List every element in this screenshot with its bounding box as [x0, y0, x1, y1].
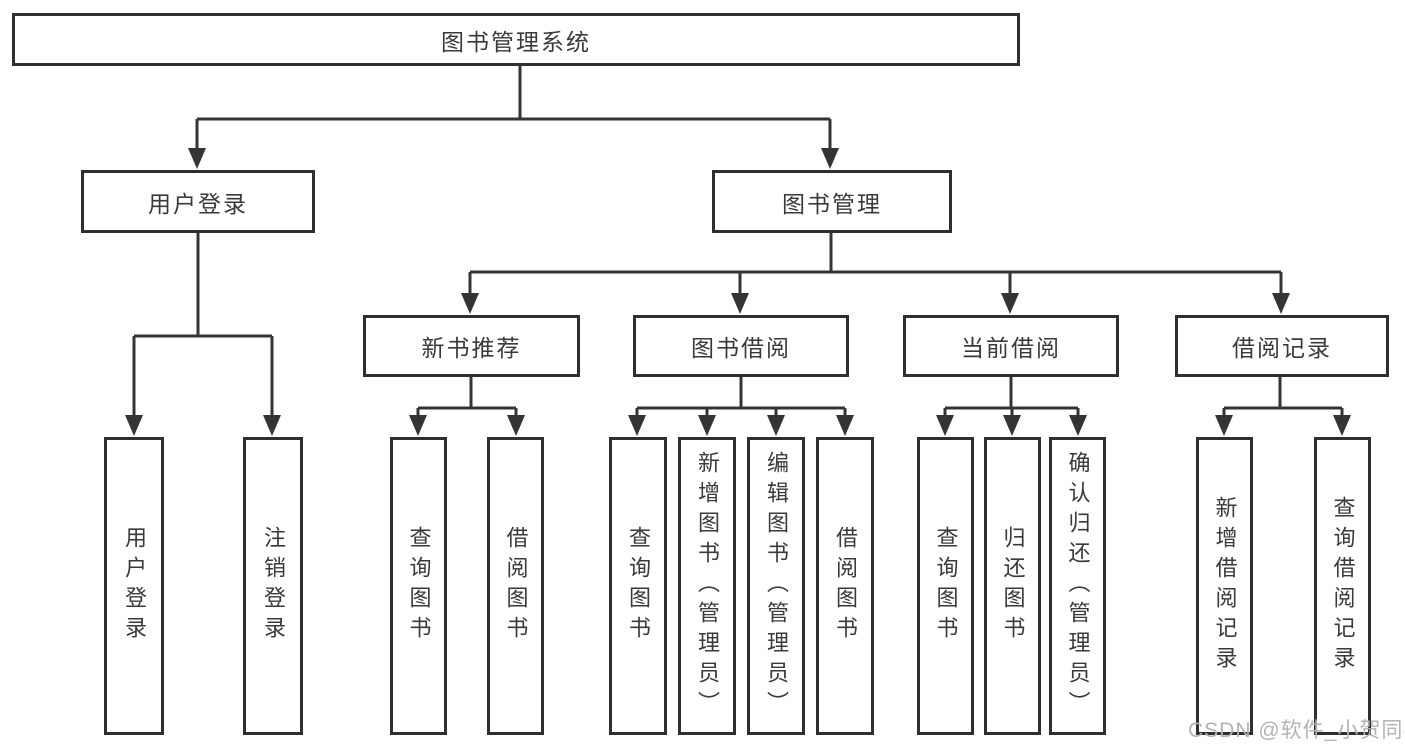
leaf-user-login: 用户登录 — [104, 437, 164, 735]
node-user-login: 用户登录 — [81, 170, 315, 233]
leaf-confirm-return-admin: 确认归还（管理员） — [1049, 437, 1106, 735]
leaf-query-borrow-record: 查询借阅记录 — [1314, 437, 1371, 735]
leaf-query-books-1: 查询图书 — [390, 437, 447, 735]
csdn-watermark: CSDN @软件_小贺同学 — [1188, 719, 1405, 742]
leaf-add-books-admin: 新增图书（管理员） — [678, 437, 736, 735]
node-new-book-recommend: 新书推荐 — [363, 315, 580, 377]
node-book-management: 图书管理 — [712, 170, 952, 233]
arrowheads — [125, 148, 1351, 436]
node-borrow-record: 借阅记录 — [1175, 315, 1389, 377]
leaf-query-books-2: 查询图书 — [609, 437, 667, 735]
leaf-borrow-books-1: 借阅图书 — [487, 437, 544, 735]
tree-edges — [132, 66, 1344, 421]
leaf-edit-books-admin: 编辑图书（管理员） — [747, 437, 805, 735]
leaf-query-books-3: 查询图书 — [917, 437, 974, 735]
leaf-return-books: 归还图书 — [984, 437, 1041, 735]
leaf-borrow-books-2: 借阅图书 — [816, 437, 874, 735]
leaf-add-borrow-record: 新增借阅记录 — [1196, 437, 1253, 735]
leaf-logout: 注销登录 — [243, 437, 303, 735]
node-current-borrow: 当前借阅 — [903, 315, 1119, 377]
node-book-borrow: 图书借阅 — [633, 315, 849, 377]
node-root-system: 图书管理系统 — [12, 13, 1020, 66]
